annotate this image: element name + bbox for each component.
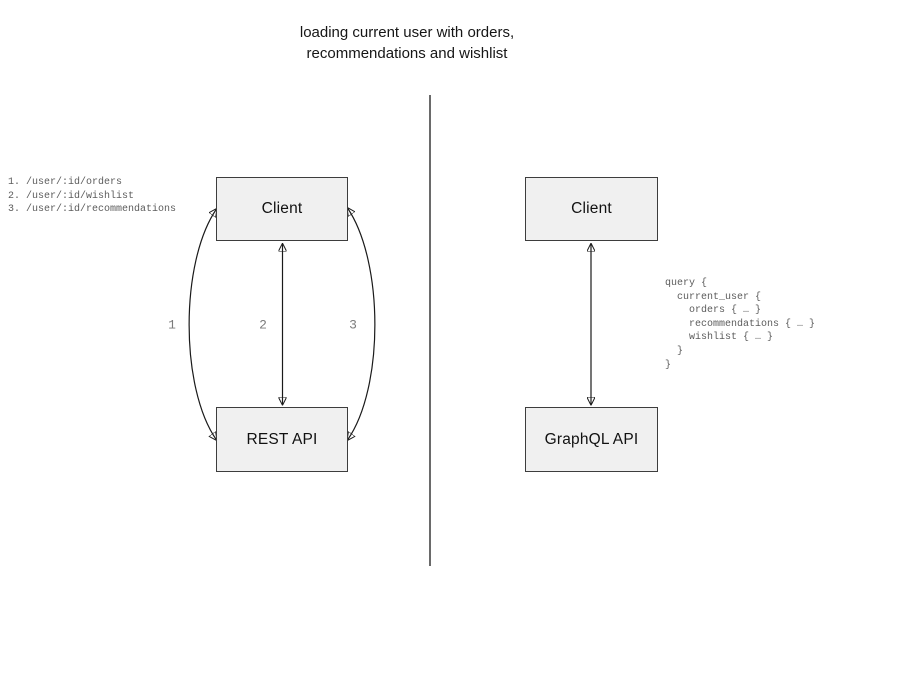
diagram-title: loading current user with orders, recomm…	[300, 22, 514, 64]
code-line: orders { … }	[665, 305, 762, 317]
rest-arrow-1-curve	[188, 209, 216, 440]
divider-line	[429, 95, 431, 566]
graphql-api-node: GraphQL API	[525, 407, 658, 472]
arrow-label-2: 2	[259, 317, 267, 333]
rest-endpoints-list: 1. /user/:id/orders 2. /user/:id/wishlis…	[8, 176, 176, 217]
code-line: wishlist { … }	[665, 332, 774, 344]
code-line: }	[665, 345, 684, 357]
graphql-query-code: query { current_user { orders { … } reco…	[665, 277, 815, 372]
code-line: current_user {	[665, 291, 762, 303]
arrow-label-3: 3	[349, 317, 357, 333]
rest-api-node: REST API	[216, 407, 348, 472]
rest-client-node: Client	[216, 177, 348, 241]
rest-client-label: Client	[261, 200, 303, 217]
graphql-client-label: Client	[571, 200, 612, 217]
diagram-title-line-2: recommendations and wishlist	[306, 45, 508, 62]
endpoint-line: 2. /user/:id/wishlist	[8, 190, 135, 202]
endpoint-line: 3. /user/:id/recommendations	[8, 204, 177, 215]
graphql-api-label: GraphQL API	[544, 430, 639, 448]
arrow-label-1: 1	[168, 317, 176, 333]
code-line: }	[665, 359, 672, 371]
rest-api-label: REST API	[246, 430, 318, 448]
endpoint-line: 1. /user/:id/orders	[8, 177, 123, 188]
code-line: query {	[665, 278, 708, 289]
graphql-client-node: Client	[525, 177, 658, 241]
code-line: recommendations { … }	[665, 318, 816, 330]
diagram-title-line-1: loading current user with orders,	[299, 24, 515, 41]
